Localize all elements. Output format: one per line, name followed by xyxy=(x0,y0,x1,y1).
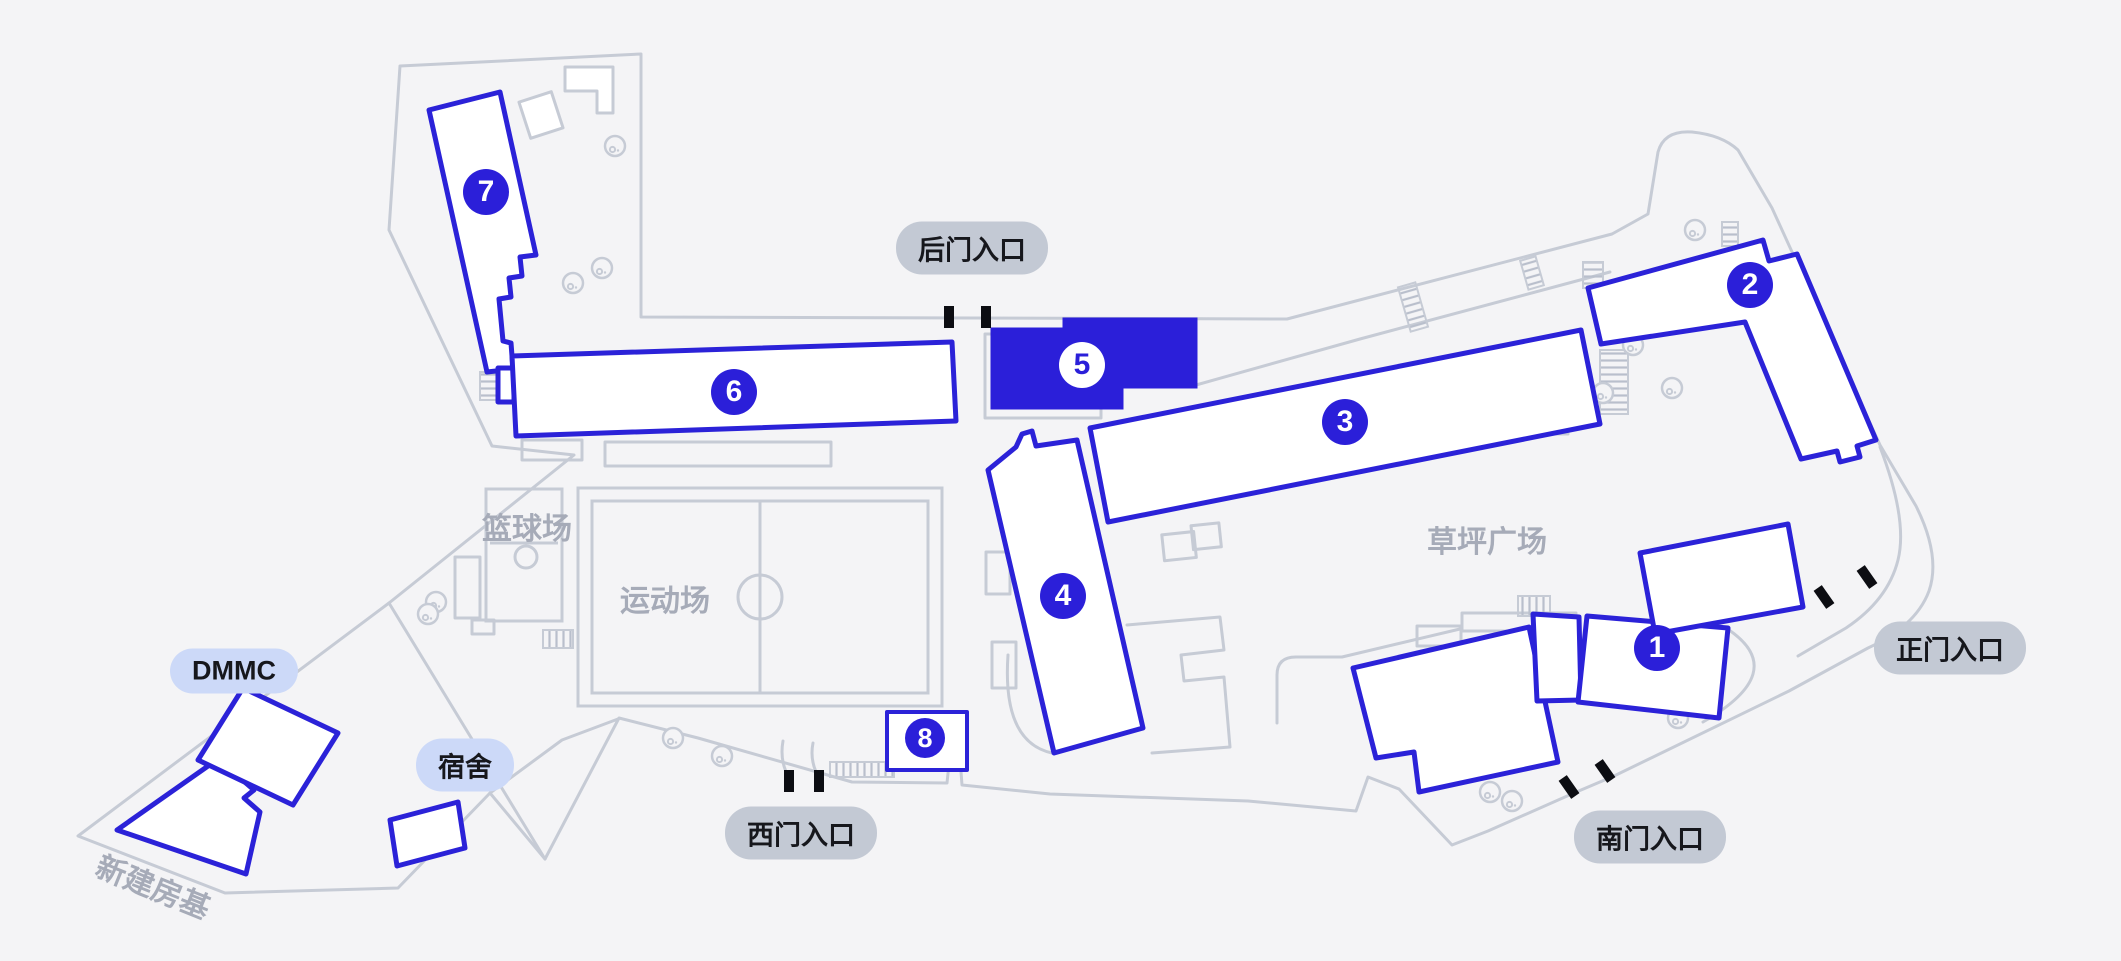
main-gate-inner-road xyxy=(1796,445,1903,658)
entrance-pill: 后门入口 xyxy=(896,221,1048,275)
gates-group xyxy=(784,306,1878,799)
basketball-annex xyxy=(453,555,482,620)
building-marker-8[interactable]: 8 xyxy=(905,718,945,758)
crosswalk-icon xyxy=(1396,281,1430,333)
building-1-northeast-shape[interactable] xyxy=(1637,521,1806,637)
dmmc-building-b-shape[interactable] xyxy=(195,685,341,808)
building-marker-3[interactable]: 3 xyxy=(1322,399,1368,445)
plaza-steps-outline xyxy=(1125,615,1232,755)
building-marker-6[interactable]: 6 xyxy=(711,369,757,415)
building6-annex-a xyxy=(520,438,584,462)
southwest-enclave-boundary xyxy=(76,601,547,895)
area-label: 运动场 xyxy=(620,585,710,618)
building-1-west-shape[interactable] xyxy=(1350,624,1561,795)
entrance-pill: 正门入口 xyxy=(1874,621,2026,675)
stairs-icon xyxy=(542,629,574,649)
area-label: 新建房基 xyxy=(90,850,215,927)
north-road-edge xyxy=(1194,270,1612,387)
plaza-corner-path xyxy=(1275,627,1462,725)
building3-annex-b xyxy=(1189,521,1223,552)
basketball-steps xyxy=(470,618,496,636)
sports-field xyxy=(576,486,944,708)
basketball-court xyxy=(484,487,564,623)
gate-marker xyxy=(814,770,824,792)
gate-marker xyxy=(981,306,991,328)
gray-building-l-shape xyxy=(563,65,615,115)
place-pill: DMMC xyxy=(170,648,298,694)
dorm-building-shape[interactable] xyxy=(387,799,468,869)
stairs-icon xyxy=(1721,221,1739,247)
gate-marker xyxy=(1558,775,1580,799)
building4-south-path xyxy=(1005,653,1054,755)
gate-marker xyxy=(944,306,954,328)
building-marker-5[interactable]: 5 xyxy=(1059,342,1105,388)
dorm-path xyxy=(488,717,620,795)
gate-marker xyxy=(1813,585,1835,609)
gray-building-slanted xyxy=(517,90,565,140)
entrance-pill: 南门入口 xyxy=(1574,810,1726,864)
campus-boundary xyxy=(387,52,1935,861)
building4-annex-b xyxy=(990,640,1018,690)
gate-marker xyxy=(784,770,794,792)
gate-marker xyxy=(1594,759,1616,783)
building6-annex-b xyxy=(603,440,833,468)
gate-marker xyxy=(1856,565,1878,589)
entrance-pill: 西门入口 xyxy=(725,806,877,860)
crosswalk-icon xyxy=(1518,255,1546,291)
building-marker-7[interactable]: 7 xyxy=(463,169,509,215)
area-label: 篮球场 xyxy=(482,513,572,546)
area-label: 草坪广场 xyxy=(1427,526,1547,559)
place-pill: 宿舍 xyxy=(416,738,514,792)
building3-annex-a xyxy=(1160,530,1198,563)
building-marker-2[interactable]: 2 xyxy=(1727,262,1773,308)
building-2-shape[interactable] xyxy=(1585,237,1879,465)
building-marker-4[interactable]: 4 xyxy=(1040,573,1086,619)
building-marker-1[interactable]: 1 xyxy=(1634,625,1680,671)
